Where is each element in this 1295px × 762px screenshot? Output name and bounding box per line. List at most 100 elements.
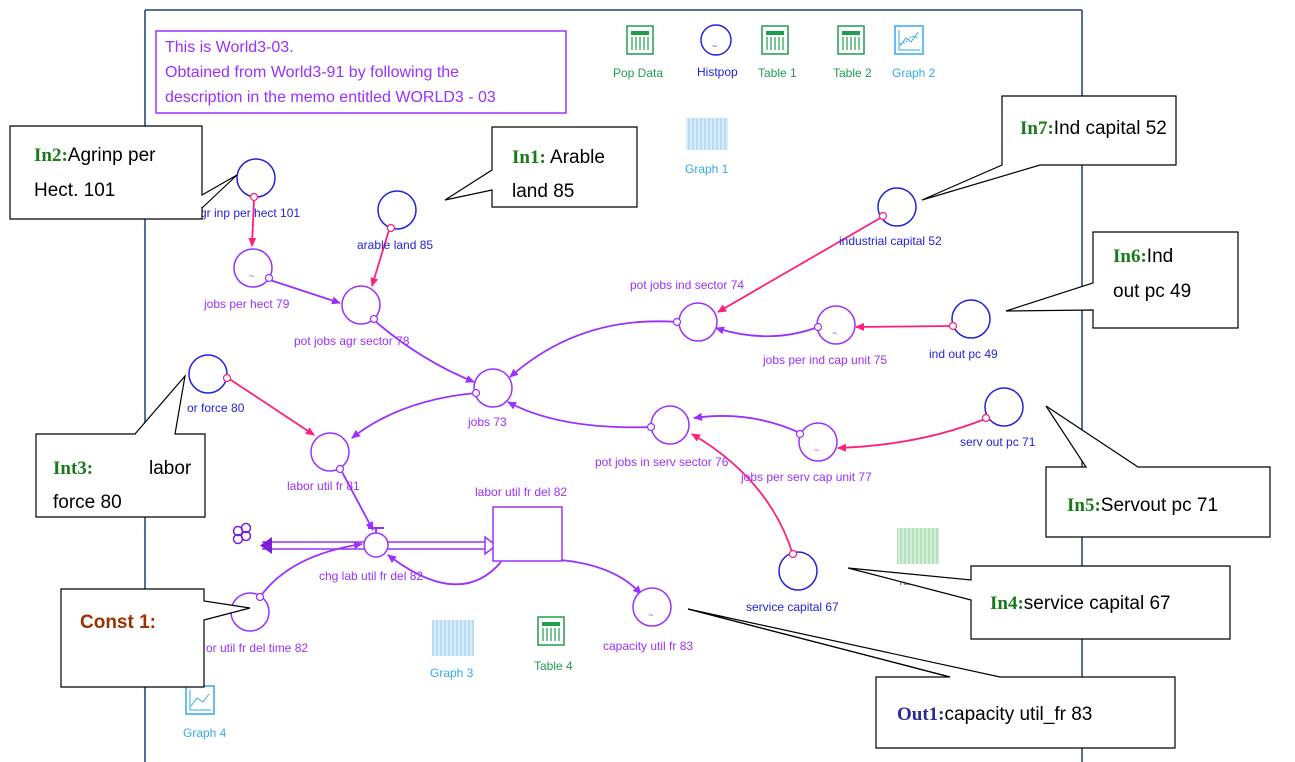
link-pot-jobs-serv-to-jobs	[507, 401, 652, 429]
node-pot-jobs-agr-sector[interactable]: pot jobs agr sector 78	[294, 285, 410, 348]
pot-jobs-agr-sector-label: pot jobs agr sector 78	[294, 334, 410, 348]
link-stock-to-chg	[387, 554, 502, 586]
service-capital-label: service capital 67	[746, 600, 839, 614]
link-service-capital-to-pot-jobs-serv	[691, 433, 794, 556]
node-labor-util-fr-del-time[interactable]: or util fr del time 82	[206, 592, 308, 655]
node-jobs[interactable]: jobs 73	[467, 368, 513, 429]
node-ind-out-pc[interactable]: ind out pc 49	[929, 299, 998, 361]
model-note[interactable]: This is World3-03. Obtained from World3-…	[155, 30, 567, 114]
table-1[interactable]: Table 1	[758, 25, 797, 80]
svg-text:~: ~	[832, 328, 837, 338]
link-del-time-to-chg	[259, 541, 363, 598]
flow-chg-lab-util[interactable]: chg lab util fr del 82	[232, 522, 498, 584]
graph-2[interactable]: Graph 2	[892, 25, 936, 80]
graphical-converter-icon	[632, 587, 672, 627]
callout-in4: In4:service capital 67	[847, 565, 1231, 640]
converter-icon	[363, 532, 389, 558]
pot-jobs-in-serv-sector-label: pot jobs in serv sector 76	[595, 455, 729, 469]
converter-icon	[188, 354, 228, 394]
converter-icon	[877, 187, 917, 227]
link-pot-jobs-ind-to-jobs	[509, 320, 678, 378]
callout-in7: In7:Ind capital 52	[921, 95, 1177, 201]
node-labor-force[interactable]: or force 80	[187, 354, 245, 415]
flow-arrow-right-icon	[484, 535, 498, 556]
converter-icon	[341, 285, 381, 325]
stock-labor-util-fr-del[interactable]: labor util fr del 82	[475, 485, 567, 562]
table-4[interactable]: Table 4	[534, 616, 573, 673]
graph-1[interactable]: Graph 1	[685, 118, 729, 176]
graph-3-label: Graph 3	[430, 666, 474, 680]
converter-icon	[951, 299, 991, 339]
callout-in2-line1: In2:Agrinp per	[34, 145, 156, 166]
link-ind-out-pc-to-jobs-per-ind	[855, 322, 954, 331]
graph-4[interactable]: Graph 4	[183, 685, 227, 740]
chg-lab-util-fr-del-label: chg lab util fr del 82	[319, 569, 423, 583]
link-agrinp-to-jobs-per-hect	[248, 198, 257, 247]
callout-in1-line2: land 85	[512, 181, 574, 202]
node-jobs-per-ind-cap-unit[interactable]: ~ jobs per ind cap unit 75	[762, 305, 887, 367]
cloud-icon	[232, 522, 252, 545]
graph-3[interactable]: Graph 3	[430, 620, 474, 680]
node-pot-jobs-in-serv-sector[interactable]: pot jobs in serv sector 76	[595, 405, 729, 469]
node-agr-inp-per-hect[interactable]: gr inp per hect 101	[200, 158, 300, 220]
table-pad-icon	[897, 528, 939, 564]
converter-icon	[236, 158, 276, 198]
link-labor-util-to-chg	[340, 469, 374, 531]
valve-icon	[368, 527, 384, 533]
labor-util-fr-label: labor util fr 81	[287, 479, 360, 493]
node-jobs-per-hect[interactable]: ~ jobs per hect 79	[203, 248, 290, 311]
converter-icon	[473, 368, 513, 408]
histpop-graphical[interactable]: ~ Histpop	[697, 24, 738, 79]
jobs-label: jobs 73	[467, 415, 507, 429]
callout-in2-line2: Hect. 101	[34, 180, 115, 201]
node-pot-jobs-ind-sector[interactable]: pot jobs ind sector 74	[630, 278, 744, 342]
graph-1-label: Graph 1	[685, 162, 729, 176]
callout-in1: In1: Arable land 85	[444, 126, 638, 208]
callout-in7-line1: In7:Ind capital 52	[1020, 118, 1167, 139]
callout-const1: Const 1:	[60, 588, 251, 688]
callout-int3-line1: Int3:	[53, 458, 93, 479]
graph-pad-icon	[432, 620, 474, 656]
agr-inp-per-hect-label: gr inp per hect 101	[200, 206, 300, 220]
pot-jobs-ind-sector-label: pot jobs ind sector 74	[630, 278, 744, 292]
callout-in2: In2:Agrinp per Hect. 101	[9, 125, 238, 220]
svg-text:~: ~	[712, 41, 717, 51]
link-jobs-to-labor-util	[351, 392, 477, 439]
callout-int3-line2: force 80	[53, 492, 122, 513]
flow-arrow-left-icon	[260, 537, 272, 554]
pop-data-table[interactable]: Pop Data	[613, 25, 663, 80]
histpop-label: Histpop	[697, 65, 738, 79]
link-jobs-per-serv-to-pot-jobs-serv	[693, 412, 801, 434]
graph-4-label: Graph 4	[183, 726, 227, 740]
pop-data-label: Pop Data	[613, 66, 663, 80]
callout-in6-line2: out pc 49	[1113, 281, 1191, 302]
table-1-label: Table 1	[758, 66, 797, 80]
jobs-per-serv-cap-unit-label: jobs per serv cap unit 77	[740, 470, 872, 484]
link-jobs-per-hect-to-pot-jobs-agr	[269, 279, 341, 305]
jobs-per-ind-cap-unit-label: jobs per ind cap unit 75	[762, 353, 887, 367]
node-arable-land[interactable]: arable land 85	[357, 190, 433, 252]
node-serv-out-pc[interactable]: serv out pc 71	[960, 387, 1036, 449]
table-2[interactable]: Table 2	[833, 25, 872, 80]
note-line-2: Obtained from World3-91 by following the	[165, 64, 459, 81]
callout-int3: Int3: labor force 80	[35, 373, 206, 518]
callout-in5: In5:Servout pc 71	[1045, 405, 1271, 538]
svg-text:~: ~	[648, 610, 653, 620]
capacity-util-fr-label: capacity util fr 83	[603, 639, 693, 653]
callout-in4-line1: In4:service capital 67	[990, 593, 1171, 614]
node-service-capital[interactable]: service capital 67	[746, 549, 839, 615]
converter-icon	[310, 432, 350, 472]
link-jobs-per-ind-to-pot-jobs-ind	[715, 326, 819, 338]
graphical-converter-icon	[816, 305, 856, 345]
arable-land-label: arable land 85	[357, 238, 433, 252]
converter-icon	[678, 302, 718, 342]
node-jobs-per-serv-cap-unit[interactable]: ~ jobs per serv cap unit 77	[740, 422, 872, 484]
node-capacity-util-fr[interactable]: ~ capacity util fr 83	[603, 587, 693, 653]
callout-const1-label: Const 1:	[80, 612, 156, 633]
node-labor-util-fr[interactable]: labor util fr 81	[287, 432, 360, 493]
ind-out-pc-label: ind out pc 49	[929, 347, 998, 361]
note-line-1: This is World3-03.	[165, 39, 294, 56]
graphical-function-icon	[700, 24, 732, 56]
node-industrial-capital[interactable]: industrial capital 52	[839, 187, 942, 248]
callout-int3-line1-text: labor	[149, 458, 192, 479]
